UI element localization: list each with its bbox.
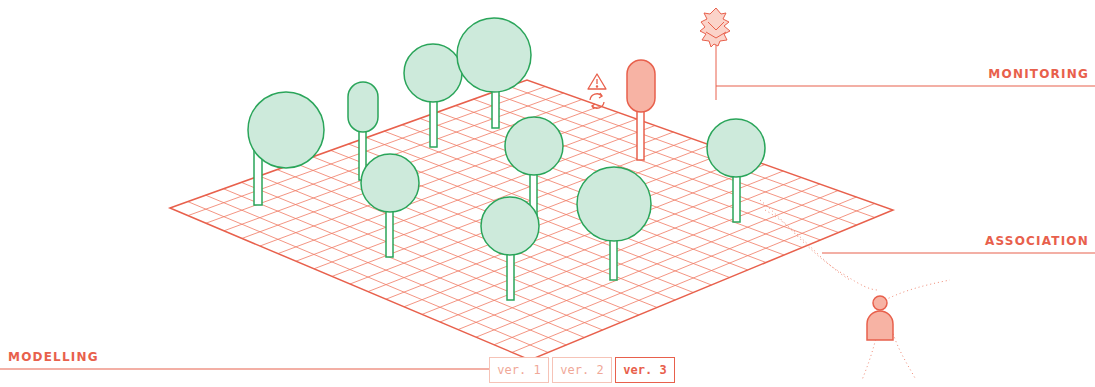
leader-line	[716, 85, 1095, 86]
version-box: ver. 2	[552, 357, 612, 383]
version-box: ver. 1	[489, 357, 549, 383]
alert-icons	[588, 74, 606, 109]
iso-grid	[188, 86, 875, 352]
section-label: ASSOCIATION	[983, 234, 1091, 248]
section-label: MONITORING	[986, 67, 1091, 81]
grid-line	[494, 197, 856, 345]
version-text: ver. 2	[560, 363, 603, 377]
section-label: MODELLING	[6, 350, 101, 364]
leader-line	[822, 252, 1095, 253]
leader-line	[0, 368, 489, 369]
grid-line	[509, 86, 875, 217]
grid-line	[476, 191, 838, 338]
grid-line	[512, 204, 875, 353]
grid-line	[491, 93, 856, 225]
flagged-tree	[627, 60, 655, 160]
trees	[248, 18, 765, 300]
version-text: ver. 1	[497, 363, 540, 377]
version-box: ver. 3	[615, 357, 675, 383]
grid-border	[170, 80, 893, 360]
version-text: ver. 3	[623, 363, 666, 377]
association-trail	[760, 200, 950, 380]
real-tree-sketch	[700, 8, 730, 100]
person-icon	[867, 296, 893, 340]
